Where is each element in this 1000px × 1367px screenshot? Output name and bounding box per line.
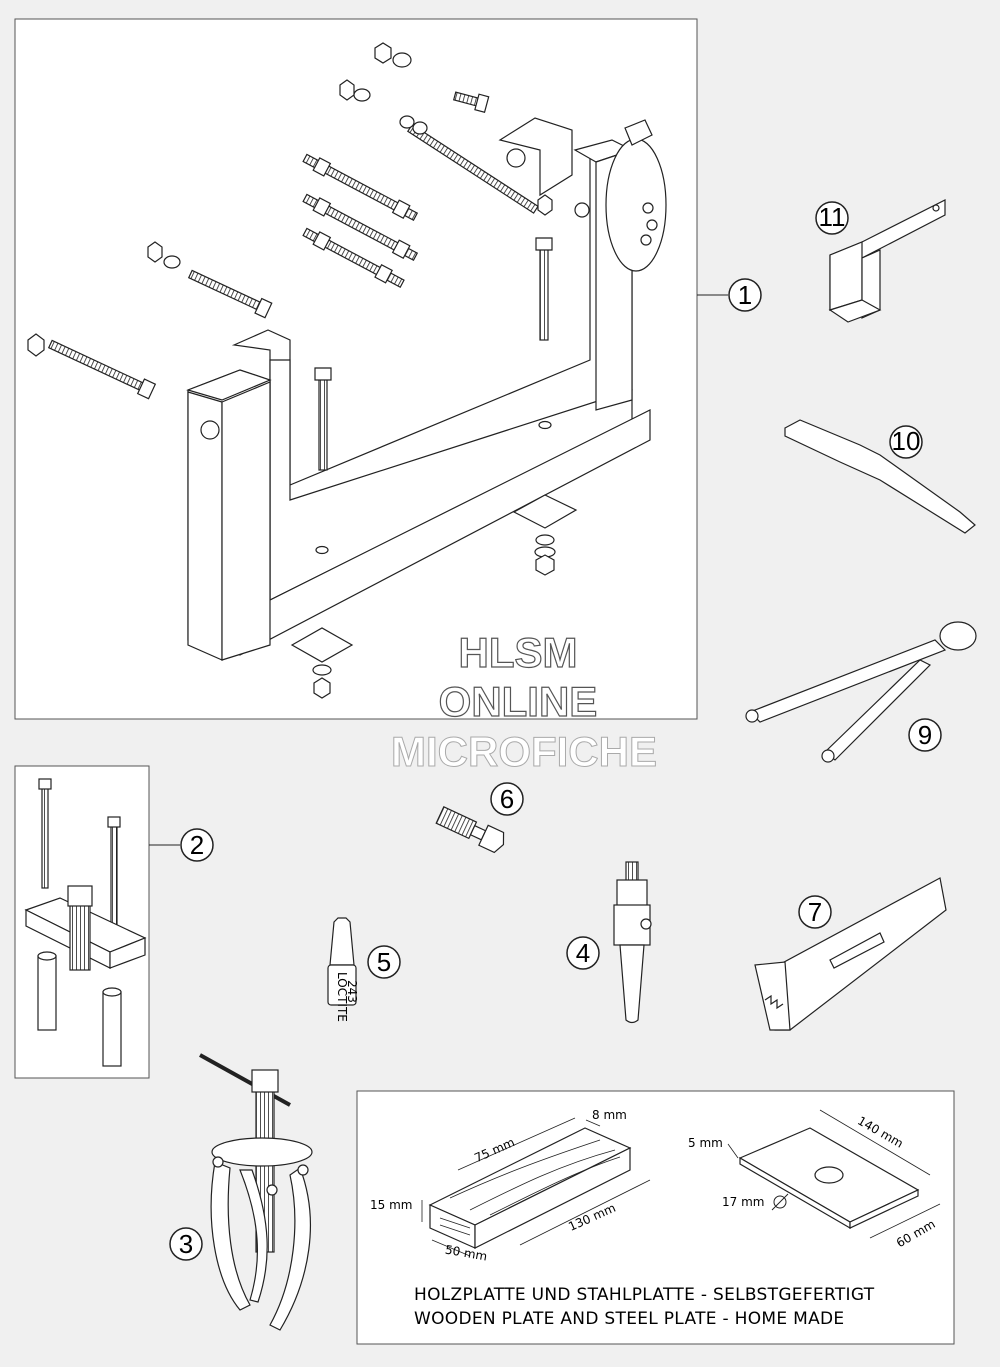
steel-dimension-lines (727, 1109, 941, 1239)
caption-german: HOLZPLATTE UND STAHLPLATTE - SELBSTGEFER… (414, 1285, 875, 1305)
bracket-drawing (828, 199, 946, 323)
flat-tool-drawing (784, 419, 976, 534)
extractor-drawing (613, 861, 652, 1024)
three-arm-puller-drawing (199, 1053, 313, 1331)
adapter-bolt-drawing (435, 806, 505, 854)
callout-10: 10 (889, 425, 923, 459)
svg-text:10: 10 (892, 426, 921, 456)
loctite-number: 243 (345, 980, 359, 1003)
diameter-icon (771, 1193, 789, 1211)
svg-text:11: 11 (819, 202, 846, 232)
callout-2: 2 (149, 828, 214, 862)
svg-text:3: 3 (179, 1229, 193, 1259)
loctite-bottle-drawing (327, 917, 357, 1006)
dim-steel-hole: 17 mm (722, 1195, 764, 1209)
callout-5: 5 (367, 945, 401, 979)
svg-text:6: 6 (500, 784, 514, 814)
wooden-plate-drawing (428, 1127, 632, 1249)
dim-wood-height: 15 mm (370, 1198, 412, 1212)
puller-drawing (24, 778, 147, 1067)
wood-dimension-lines (421, 1117, 651, 1257)
watermark-line1: HLSM (459, 629, 578, 676)
steel-plate-drawing (738, 1127, 920, 1230)
callout-9: 9 (908, 718, 942, 752)
watermark-line3: MICROFICHE (391, 728, 657, 775)
svg-text:1: 1 (738, 280, 752, 310)
svg-text:4: 4 (576, 938, 590, 968)
callout-11: 11 (815, 201, 849, 235)
callout-1: 1 (697, 278, 762, 312)
callout-7: 7 (798, 895, 832, 929)
callout-4: 4 (566, 936, 600, 970)
pin-wrench-drawing (745, 621, 977, 763)
caption-english: WOODEN PLATE AND STEEL PLATE - HOME MADE (414, 1309, 844, 1329)
watermark-line2: ONLINE (439, 678, 598, 725)
loctite-brand: LOCTITE (335, 972, 349, 1022)
callout-6: 6 (490, 782, 524, 816)
svg-text:5: 5 (377, 947, 391, 977)
svg-text:7: 7 (808, 897, 822, 927)
holding-wrench-drawing (754, 877, 947, 1031)
svg-text:9: 9 (918, 720, 932, 750)
dim-wood-gap: 8 mm (592, 1108, 627, 1122)
engine-stand-drawing (27, 42, 667, 699)
callout-3: 3 (169, 1227, 203, 1261)
svg-text:2: 2 (190, 830, 204, 860)
dim-steel-thickness: 5 mm (688, 1136, 723, 1150)
